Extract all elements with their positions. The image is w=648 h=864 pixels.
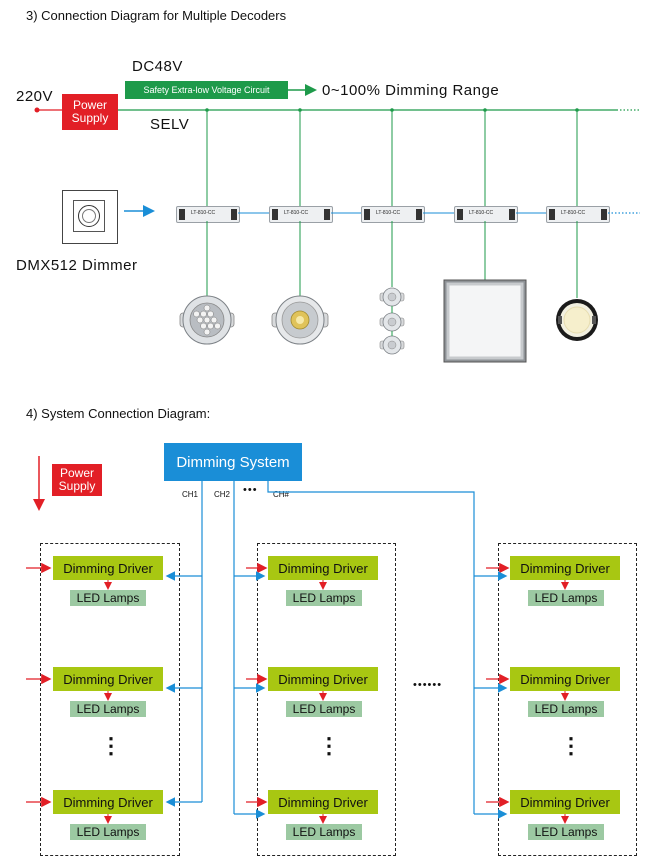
decoder-model-label: LT-810-CC [376, 210, 401, 216]
dimming-driver: Dimming Driver [510, 556, 620, 580]
channel-label-n: CH# [273, 490, 290, 499]
driver-group-n [498, 543, 637, 856]
dimming-system-box: Dimming System [164, 443, 302, 481]
dimming-driver: Dimming Driver [268, 556, 378, 580]
led-lamps: LED Lamps [286, 824, 362, 840]
decoder-model-label: LT-810-CC [469, 210, 494, 216]
led-lamps-label: LED Lamps [76, 702, 140, 716]
decoder-3: LT-810-CC [361, 206, 425, 223]
led-lamps-label: LED Lamps [76, 591, 140, 605]
power-supply-box-2: Power Supply [52, 464, 102, 496]
dimming-driver-label: Dimming Driver [278, 560, 368, 576]
section4-wiring [26, 456, 569, 824]
dimming-driver-label: Dimming Driver [520, 794, 610, 810]
led-lamps: LED Lamps [70, 824, 146, 840]
selv-circuit-box: Safety Extra-low Voltage Circuit [125, 81, 288, 99]
section3-wiring [34, 84, 640, 363]
selv-label: SELV [150, 116, 190, 133]
voltage-input-label: 220V [16, 88, 54, 105]
dimming-system-label: Dimming System [176, 453, 290, 471]
dimming-driver: Dimming Driver [53, 556, 163, 580]
dimming-driver-label: Dimming Driver [520, 560, 610, 576]
led-lamps-label: LED Lamps [534, 702, 598, 716]
channel-ellipsis: ••• [243, 484, 258, 496]
dimming-driver-label: Dimming Driver [520, 671, 610, 687]
decoder-model-label: LT-810-CC [191, 210, 216, 216]
round-ceiling-light-icon [556, 299, 598, 341]
driver-group-2 [257, 543, 396, 856]
dimming-driver-label: Dimming Driver [63, 794, 153, 810]
decoder-model-label: LT-810-CC [284, 210, 309, 216]
led-lamps: LED Lamps [528, 824, 604, 840]
power-supply-label-2: Power Supply [58, 466, 96, 493]
led-lamps: LED Lamps [286, 590, 362, 606]
dimming-driver: Dimming Driver [510, 790, 620, 814]
cob-spotlight-icon [271, 295, 329, 345]
led-lamps: LED Lamps [528, 590, 604, 606]
decoder-2: LT-810-CC [269, 206, 333, 223]
decoder-4: LT-810-CC [454, 206, 518, 223]
dimming-driver: Dimming Driver [53, 667, 163, 691]
section4-title: 4) System Connection Diagram: [26, 406, 211, 421]
dimming-driver-label: Dimming Driver [278, 671, 368, 687]
led-lamps-label: LED Lamps [292, 702, 356, 716]
power-supply-box: Power Supply [62, 94, 118, 130]
mini-spot-stack-icon [379, 287, 405, 355]
led-lamps-label: LED Lamps [534, 825, 598, 839]
power-supply-label: Power Supply [71, 98, 109, 125]
led-lamps: LED Lamps [70, 701, 146, 717]
led-lamps-label: LED Lamps [534, 591, 598, 605]
horizontal-ellipsis: •••••• [413, 679, 443, 691]
decoder-1: LT-810-CC [176, 206, 240, 223]
dimming-driver-label: Dimming Driver [278, 794, 368, 810]
dmx512-dimmer-label: DMX512 Dimmer [16, 257, 138, 274]
dimming-driver: Dimming Driver [510, 667, 620, 691]
vertical-ellipsis: ⋮ [560, 733, 582, 758]
dimming-range-label: 0~100% Dimming Range [322, 82, 500, 99]
dc48v-label: DC48V [132, 58, 183, 75]
vertical-ellipsis: ⋮ [100, 733, 122, 758]
driver-group-1 [40, 543, 180, 856]
led-lamps-label: LED Lamps [292, 591, 356, 605]
decoder-model-label: LT-810-CC [561, 210, 586, 216]
dimming-driver: Dimming Driver [53, 790, 163, 814]
channel-label-1: CH1 [182, 490, 199, 499]
section3-title: 3) Connection Diagram for Multiple Decod… [26, 8, 287, 23]
dmx512-dimmer-device [62, 190, 118, 244]
vertical-ellipsis: ⋮ [318, 733, 340, 758]
chn-bus [267, 481, 475, 814]
dimming-driver: Dimming Driver [268, 790, 378, 814]
dimming-driver-label: Dimming Driver [63, 671, 153, 687]
selv-circuit-label: Safety Extra-low Voltage Circuit [143, 85, 270, 95]
decoder-5: LT-810-CC [546, 206, 610, 223]
led-lamps: LED Lamps [286, 701, 362, 717]
led-lamps: LED Lamps [528, 701, 604, 717]
downlight-icon [179, 295, 235, 345]
panel-light-icon [443, 279, 527, 363]
led-lamps-label: LED Lamps [292, 825, 356, 839]
dimming-driver: Dimming Driver [268, 667, 378, 691]
led-lamps-label: LED Lamps [76, 825, 140, 839]
led-lamps: LED Lamps [70, 590, 146, 606]
dimming-driver-label: Dimming Driver [63, 560, 153, 576]
channel-label-2: CH2 [214, 490, 231, 499]
